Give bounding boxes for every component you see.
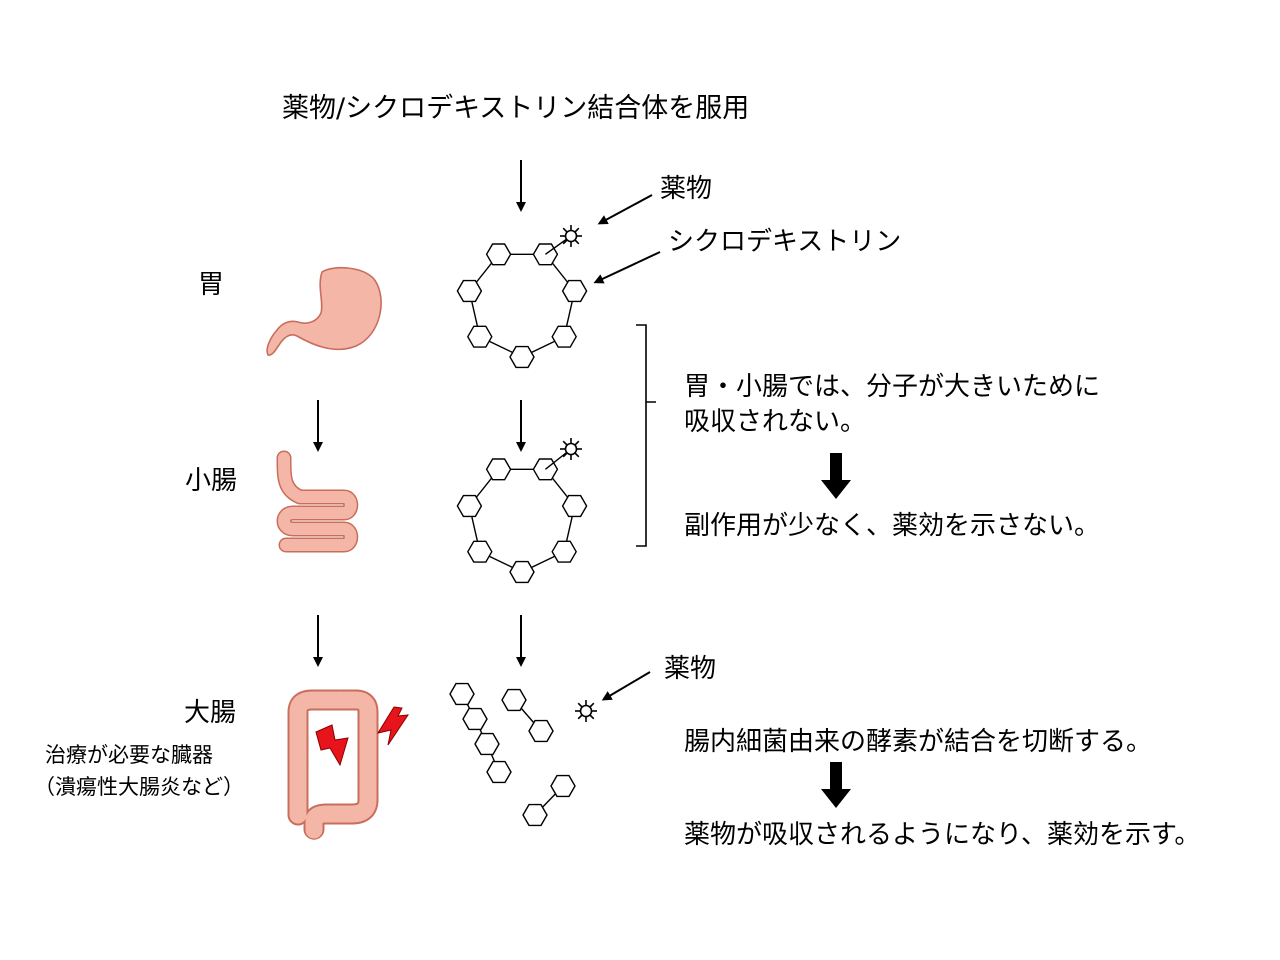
label-small-intestine: 小腸 [185,466,238,496]
label-target-organ-example: （潰瘍性大腸炎など） [34,775,244,799]
glucose-unit [561,494,588,518]
glucose-unit [466,540,493,563]
small-intestine-illustration [276,450,359,553]
thick-down-arrow-upper [821,453,851,499]
lightning-icon [315,724,349,767]
glucose-unit [456,279,483,303]
cyclodextrin-with-drug-stage2 [456,438,588,584]
drug-icon [560,438,582,460]
explanation-lower-line1: 腸内細菌由来の酵素が結合を切断する。 [684,727,1153,757]
drug-icon [575,700,597,722]
glucose-unit [532,243,559,266]
label-target-organ: 治療が必要な臓器 [45,743,213,767]
explanation-lower-result: 薬物が吸収されるようになり、薬効を示す。 [684,820,1201,850]
glucose-unit [474,732,500,756]
drug-icon [560,225,582,247]
label-cyclodextrin: シクロデキストリン [668,227,902,257]
diagram-title: 薬物/シクロデキストリン結合体を服用 [282,93,750,124]
large-intestine-illustration [287,689,379,841]
glucose-unit [462,707,488,731]
glucose-unit [561,279,588,303]
cyclodextrin-with-drug-stage1 [456,225,588,369]
explanation-upper-result: 副作用が少なく、薬効を示さない。 [684,511,1101,541]
glucose-unit [449,682,475,706]
pointer-cyclodextrin [593,251,661,284]
label-stomach: 胃 [198,270,225,300]
glucose-unit [509,560,535,584]
thick-down-arrow-lower [821,762,851,808]
glucose-unit [551,540,578,563]
lightning-icon [376,706,410,746]
label-drug-bottom: 薬物 [664,654,717,684]
label-drug-top: 薬物 [660,174,713,204]
cleaved-cyclodextrin-fragments [449,682,597,827]
glucose-unit [485,243,512,266]
stomach-illustration [266,266,382,356]
explanation-upper-line2: 吸収されない。 [684,407,867,437]
glucose-unit [550,774,576,798]
glucose-unit [466,325,493,348]
glucose-unit [456,494,483,518]
explanation-upper-line1: 胃・小腸では、分子が大きいために [684,372,1101,402]
glucose-unit [522,803,548,827]
glucose-unit [509,345,535,369]
bracket [636,324,656,547]
glucose-unit [485,458,512,481]
pointer-drug-top [597,194,653,225]
pointer-drug-bottom [601,671,651,701]
glucose-unit [486,760,512,784]
glucose-unit [501,688,527,712]
glucose-unit [528,719,554,743]
glucose-unit [551,325,578,348]
label-large-intestine: 大腸 [184,698,237,728]
